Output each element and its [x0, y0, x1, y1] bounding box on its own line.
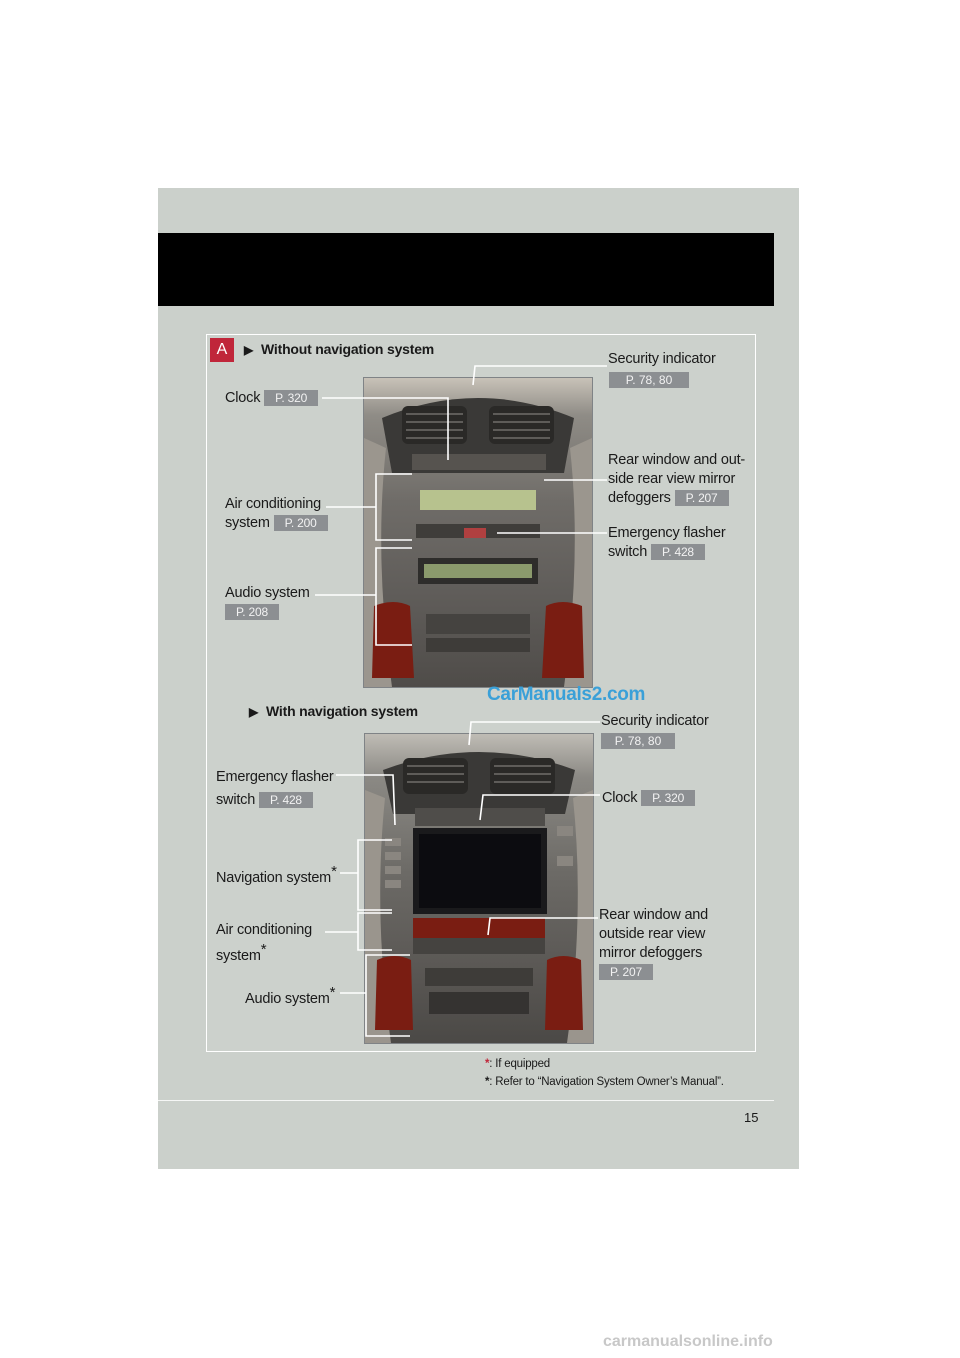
heading-text: Without navigation system: [261, 341, 435, 357]
label-air-conditioning-nav: Air conditioning system*: [216, 922, 312, 964]
ref-rear-window-nav[interactable]: P. 207: [599, 964, 653, 981]
label-emergency-flasher: Emergency flasher switch P. 428: [608, 525, 726, 561]
label-security-indicator: Security indicator: [608, 351, 716, 367]
ref-security-indicator[interactable]: P. 78, 80: [609, 371, 689, 389]
triangle-icon: ▶: [244, 343, 254, 357]
footnote-if-equipped: *: If equipped: [485, 1058, 550, 1070]
heading-without-navigation: ▶ Without navigation system: [244, 341, 434, 357]
label-security-indicator-nav: Security indicator: [601, 713, 709, 729]
label-clock-nav: Clock P. 320: [602, 789, 696, 808]
footnote-star: *: [331, 863, 337, 880]
label-emergency-flasher-nav: Emergency flasher switch P. 428: [216, 769, 334, 809]
ref-audio-system[interactable]: P. 208: [225, 604, 279, 621]
heading-with-navigation: ▶ With navigation system: [249, 703, 418, 719]
label-clock: Clock P. 320: [225, 389, 319, 408]
triangle-icon: ▶: [249, 705, 259, 719]
ref-clock-nav[interactable]: P. 320: [641, 790, 696, 807]
footnote-star: *: [329, 984, 336, 1001]
ref-security-indicator-nav[interactable]: P. 78, 80: [601, 732, 675, 750]
ref-rear-window[interactable]: P. 207: [674, 490, 729, 507]
heading-text: With navigation system: [266, 703, 418, 719]
dashboard-photo-with-navigation: [364, 733, 594, 1044]
label-rear-window-nav: Rear window and outside rear view mirror…: [599, 907, 709, 981]
dashboard-photo-without-navigation: [363, 377, 593, 688]
label-rear-window-defoggers: Rear window and out- side rear view mirr…: [608, 452, 746, 507]
ref-air-conditioning[interactable]: P. 200: [273, 515, 328, 532]
ref-emergency-flasher[interactable]: P. 428: [650, 544, 705, 561]
red-star-icon: *: [485, 1058, 490, 1070]
ref-clock[interactable]: P. 320: [264, 390, 319, 407]
header-band: [158, 233, 774, 306]
watermark: CarManuals2.com: [487, 684, 646, 705]
label-navigation-system: Navigation system*: [216, 863, 337, 886]
ref-emergency-flasher-nav[interactable]: P. 428: [258, 792, 313, 809]
star-icon: *: [485, 1076, 490, 1088]
label-air-conditioning: Air conditioning system P. 200: [225, 495, 328, 533]
divider-line: [158, 1100, 774, 1101]
footnote-star: *: [260, 941, 267, 958]
label-audio-system-nav: Audio system*: [245, 984, 336, 1007]
section-marker: A: [210, 338, 234, 362]
page-number: 15: [744, 1110, 759, 1125]
footnote-refer-manual: *: Refer to “Navigation System Owner’s M…: [485, 1076, 724, 1088]
label-audio-system: Audio system P. 208: [225, 585, 310, 621]
footer-site-watermark: carmanualsonline.info: [603, 1333, 773, 1350]
